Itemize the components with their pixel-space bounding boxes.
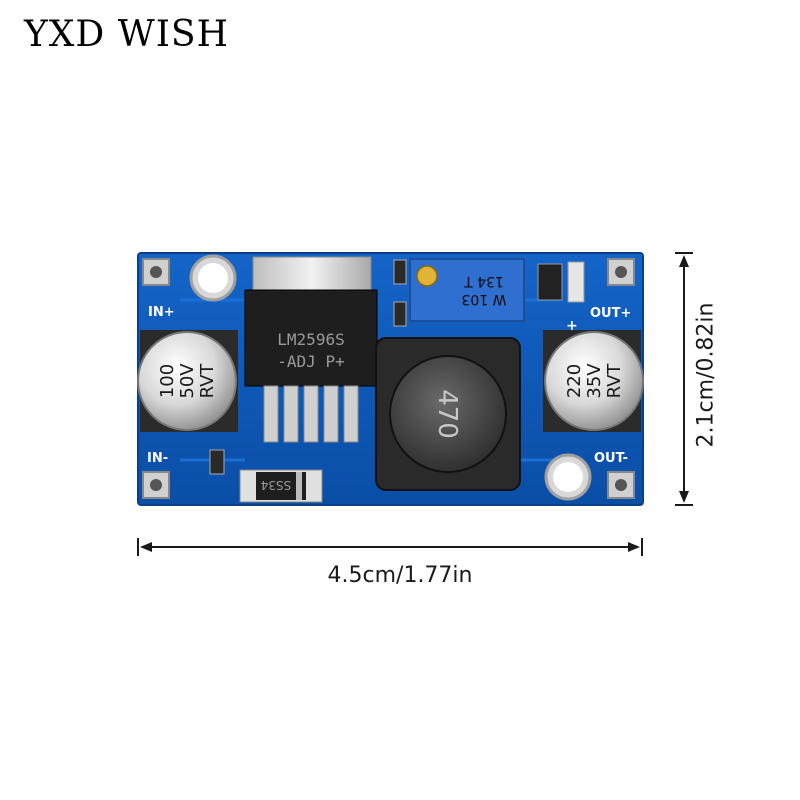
solder-pad-in-plus (142, 258, 170, 286)
label-in-minus: IN- (147, 451, 168, 466)
input-capacitor-value: 100 (157, 364, 178, 398)
output-capacitor-voltage: 35V (584, 363, 605, 399)
label-polarity-plus: + (566, 318, 578, 334)
potentiometer: W 103 134 T (409, 258, 525, 322)
regulator-suffix: -ADJ P+ (277, 352, 344, 371)
output-capacitor-brand: RVT (604, 363, 625, 399)
diode-label: SS34 (261, 478, 292, 492)
inductor: 470 (375, 337, 521, 491)
potentiometer-turns: 134 T (464, 273, 504, 289)
solder-pad-out-minus (607, 471, 635, 499)
smd-resistor (393, 259, 407, 285)
input-capacitor: 100 50V RVT (137, 330, 238, 432)
solder-pad-in-minus (142, 471, 170, 499)
output-capacitor-value: 220 (564, 364, 585, 398)
schottky-diode: SS34 (239, 469, 323, 503)
input-capacitor-brand: RVT (197, 363, 218, 399)
height-dimension-text: 2.1cm/0.82in (693, 302, 719, 448)
output-capacitor: 220 35V RVT (543, 330, 644, 432)
mounting-hole (544, 453, 592, 501)
label-in-plus: IN+ (148, 305, 175, 320)
brand-watermark: YXD WISH (24, 14, 229, 55)
width-dimension-line (137, 538, 643, 556)
smd-led (537, 261, 585, 303)
smd-component (209, 449, 225, 475)
regulator-ic: LM2596S -ADJ P+ (244, 256, 378, 443)
solder-pad-out-plus (607, 258, 635, 286)
height-dimension-line (675, 252, 693, 506)
label-out-minus: OUT- (594, 451, 628, 466)
mounting-hole (189, 254, 237, 302)
inductor-value: 470 (432, 389, 462, 439)
potentiometer-code: W 103 (461, 291, 506, 307)
label-out-plus: OUT+ (590, 306, 631, 321)
smd-resistor (393, 301, 407, 327)
input-capacitor-voltage: 50V (177, 363, 198, 399)
width-dimension-label: 4.5cm/1.77in (327, 563, 473, 588)
regulator-part-number: LM2596S (277, 330, 344, 349)
